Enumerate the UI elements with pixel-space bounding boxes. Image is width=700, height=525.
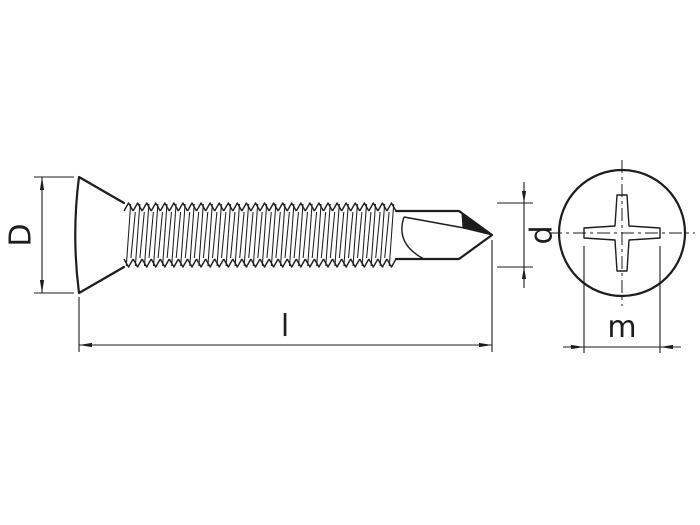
arrowhead-left-icon	[79, 342, 92, 348]
arrowhead-right-icon	[479, 342, 492, 348]
head-outline	[74, 175, 126, 295]
dimension-thread-diameter: d	[497, 182, 560, 288]
dim-label-head-diameter: D	[4, 223, 39, 246]
drill-cutting-lip	[461, 213, 493, 236]
dimension-length: l	[78, 240, 493, 352]
arrowhead-down-icon	[521, 191, 527, 203]
dim-label-thread-diameter: d	[525, 225, 560, 244]
dimension-head-diameter: D	[4, 176, 74, 294]
arrowhead-down-icon	[39, 280, 45, 293]
thread-crest-bottom	[123, 258, 397, 268]
dim-label-length: l	[281, 309, 289, 344]
arrowhead-up-icon	[39, 177, 45, 190]
dimensions: D d l	[4, 176, 681, 353]
phillips-recess-icon	[583, 194, 661, 272]
arrowhead-right-icon	[571, 344, 584, 350]
dimension-recess-width: m	[563, 246, 681, 353]
arrowhead-left-icon	[660, 344, 673, 350]
dim-label-recess-width: m	[607, 310, 636, 345]
thread-crest-top	[123, 202, 397, 212]
drill-flute-curve	[401, 216, 425, 260]
thread-helix-lines	[125, 203, 395, 267]
front-view	[549, 160, 695, 306]
arrowhead-up-icon	[521, 267, 527, 279]
side-view	[74, 175, 494, 295]
